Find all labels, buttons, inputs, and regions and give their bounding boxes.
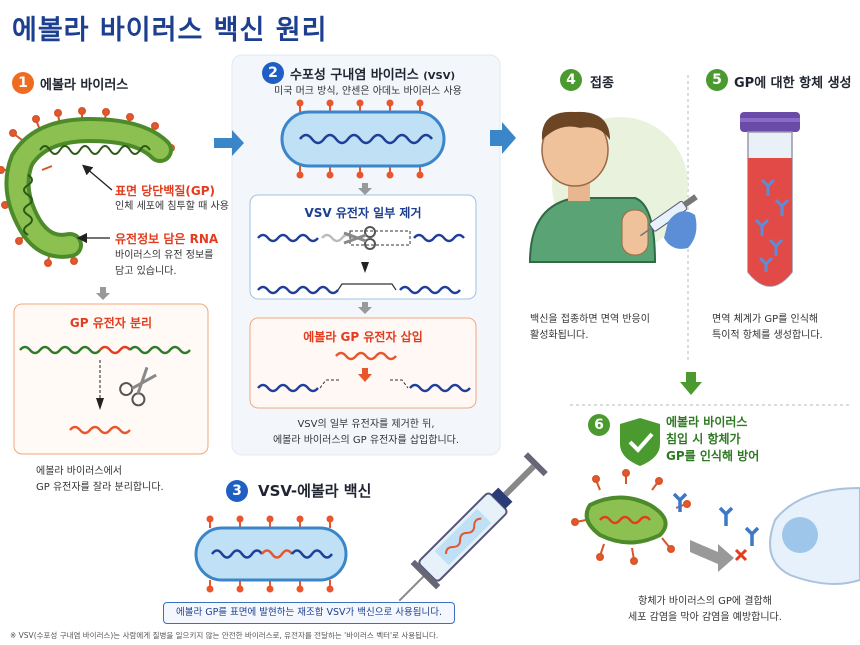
shield-check-icon xyxy=(620,418,660,466)
injection-caption-2: 활성화됩니다. xyxy=(530,330,589,341)
step-2-title: 수포성 구내염 바이러스 (VSV) xyxy=(290,64,455,83)
block-x-icon xyxy=(734,548,748,562)
defense-caption: 항체가 바이러스의 GP에 결합해 세포 감염을 막아 감염을 예방합니다. xyxy=(580,594,830,626)
step-4-badge: 4 xyxy=(560,69,582,91)
rna-desc-line-2: 담고 있습니다. xyxy=(115,266,177,277)
defense-virus-icon xyxy=(571,469,691,565)
antibody-caption-1: 면역 체계가 GP를 인식해 xyxy=(712,314,819,325)
step-2-title-suffix: (VSV) xyxy=(423,71,456,82)
step-6-title-3: GP를 인식해 방어 xyxy=(666,449,760,463)
glove-hand xyxy=(664,211,697,249)
gp-separation-caption: 에볼라 바이러스에서 GP 유전자를 잘라 분리합니다. xyxy=(36,464,164,496)
vsv-caption-1: VSV의 일부 유전자를 제거한 뒤, xyxy=(297,419,435,430)
step-2-badge: 2 xyxy=(262,62,284,84)
vaccine-virus-icon xyxy=(194,515,348,593)
step-2-subtitle: 미국 머크 방식, 얀센은 아데노 바이러스 사용 xyxy=(274,86,462,97)
flow-arrow-1 xyxy=(214,130,244,156)
gp-pointer xyxy=(82,164,113,191)
step-1-title: 에볼라 바이러스 xyxy=(40,78,129,93)
cell-icon xyxy=(769,486,860,585)
step-5-badge: 5 xyxy=(706,69,728,91)
step-4-title: 접종 xyxy=(590,76,614,91)
rna-desc-line-1: 바이러스의 유전 정보를 xyxy=(115,250,214,261)
vsv-remove-title: VSV 유전자 일부 제거 xyxy=(304,206,422,220)
rna-label: 유전정보 담은 RNA xyxy=(115,232,219,246)
gp-label: 표면 당단백질(GP) xyxy=(115,184,216,198)
gp-insert-title: 에볼라 GP 유전자 삽입 xyxy=(303,330,423,344)
step-2-title-main: 수포성 구내염 바이러스 xyxy=(290,68,419,83)
gp-desc: 인체 세포에 침투할 때 사용 xyxy=(115,201,229,212)
scissors-icon xyxy=(119,366,157,407)
defense-antibodies xyxy=(672,492,760,546)
step-1-badge: 1 xyxy=(12,72,34,94)
down-arrow-2 xyxy=(358,183,372,195)
antibody-icon xyxy=(754,178,790,272)
defense-caption-1: 항체가 바이러스의 GP에 결합해 xyxy=(638,596,772,607)
test-tube-icon xyxy=(740,112,800,287)
ebola-virus-icon xyxy=(0,107,175,267)
down-arrow-green xyxy=(680,372,702,395)
antibody-caption: 면역 체계가 GP를 인식해 특이적 항체를 생성합니다. xyxy=(712,312,823,344)
gp-separation-title: GP 유전자 분리 xyxy=(69,316,153,330)
step-3-badge: 3 xyxy=(226,480,248,502)
down-arrow-1 xyxy=(96,287,110,300)
footnote: ※ VSV(수포성 구내염 바이러스)는 사람에게 질병을 일으키지 않는 안전… xyxy=(10,631,439,640)
injection-caption-1: 백신을 접종하면 면역 반응이 xyxy=(530,314,650,325)
vsv-remove-box xyxy=(249,194,477,300)
antibody-caption-2: 특이적 항체를 생성합니다. xyxy=(712,330,823,341)
gp-insert-genes xyxy=(257,351,471,393)
step-5-title: GP에 대한 항체 생성 xyxy=(734,76,852,91)
scissors-icon-2 xyxy=(343,226,376,250)
person-icon xyxy=(528,111,657,263)
injection-caption: 백신을 접종하면 면역 반응이 활성화됩니다. xyxy=(530,312,650,344)
step-6-title-2: 침입 시 항체가 xyxy=(666,432,741,446)
vaccine-caption: 에볼라 GP를 표면에 발현하는 재조합 VSV가 백신으로 사용됩니다. xyxy=(163,602,455,624)
gp-separation-box xyxy=(13,303,209,455)
defense-caption-2: 세포 감염을 막아 감염을 예방합니다. xyxy=(628,612,782,623)
down-arrow-3 xyxy=(358,302,372,314)
step-6-badge: 6 xyxy=(588,414,610,436)
step-6-title-1: 에볼라 바이러스 xyxy=(666,415,748,429)
rna-desc: 바이러스의 유전 정보를 담고 있습니다. xyxy=(115,248,213,280)
vsv-virus-icon xyxy=(280,99,446,179)
gp-separation-caption-1: 에볼라 바이러스에서 xyxy=(36,466,122,477)
gp-separation-caption-2: GP 유전자를 잘라 분리합니다. xyxy=(36,482,164,493)
vsv-remove-genes xyxy=(257,230,465,295)
page-title: 에볼라 바이러스 백신 원리 xyxy=(12,15,328,46)
step-6-title: 에볼라 바이러스 침입 시 항체가 GP를 인식해 방어 xyxy=(666,414,759,465)
syringe-icon xyxy=(398,452,548,602)
block-arrow xyxy=(690,540,734,572)
step-3-title: VSV-에볼라 백신 xyxy=(258,482,372,500)
vsv-caption: VSV의 일부 유전자를 제거한 뒤, 에볼라 바이러스의 GP 유전자를 삽입… xyxy=(236,417,496,449)
flow-arrow-2 xyxy=(490,122,516,154)
vsv-caption-2: 에볼라 바이러스의 GP 유전자를 삽입합니다. xyxy=(272,435,460,446)
gp-separation-genes xyxy=(19,345,191,435)
injection-syringe-icon xyxy=(639,194,698,237)
